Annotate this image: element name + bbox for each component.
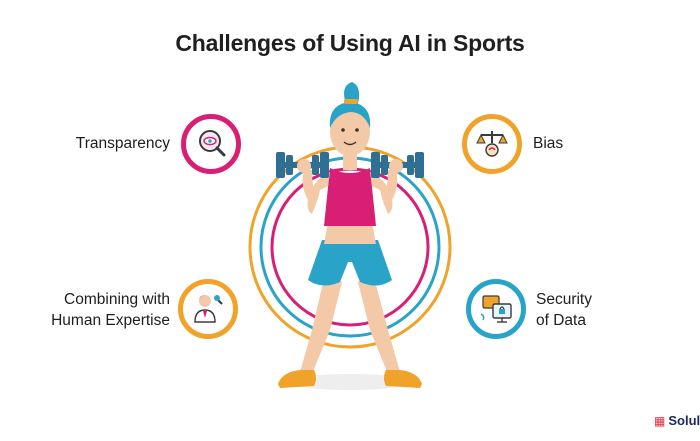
security-badge xyxy=(466,279,526,339)
page-title: Challenges of Using AI in Sports xyxy=(175,30,525,56)
left-arm xyxy=(307,172,330,214)
tank-top xyxy=(324,168,376,226)
balance-scale-icon xyxy=(476,131,508,157)
head xyxy=(330,108,370,156)
hair-bun xyxy=(344,82,360,104)
logo-text: Solul xyxy=(668,413,700,428)
floor-shadow xyxy=(288,374,412,390)
human-expertise-line1: Combining with xyxy=(64,291,170,308)
hair xyxy=(329,102,371,128)
magnifier-eye-icon xyxy=(199,130,226,157)
left-shoe xyxy=(278,370,316,388)
logo-mark-icon: ▦ xyxy=(654,414,666,428)
shorts xyxy=(308,240,392,286)
human-expertise-line2: Human Expertise xyxy=(51,312,170,329)
transparency-badge xyxy=(181,114,241,174)
secure-computer-icon xyxy=(480,295,512,323)
transparency-label: Transparency xyxy=(75,135,170,152)
right-leg xyxy=(358,270,400,374)
right-forearm xyxy=(384,170,398,200)
bias-badge xyxy=(462,114,522,174)
security-line1: Security xyxy=(536,291,592,308)
midriff xyxy=(324,222,376,244)
bias-label: Bias xyxy=(533,135,564,152)
hair-tie xyxy=(344,99,358,104)
expert-person-icon xyxy=(194,295,223,323)
security-line2: of Data xyxy=(536,312,586,329)
human-expertise-badge xyxy=(178,279,238,339)
left-leg xyxy=(300,270,342,374)
right-shoe xyxy=(384,370,422,388)
security-label: Security of Data xyxy=(536,289,636,331)
human-expertise-label: Combining with Human Expertise xyxy=(20,289,170,331)
brand-logo: ▦Solul xyxy=(654,413,700,428)
right-arm xyxy=(370,172,393,214)
left-forearm xyxy=(302,170,316,200)
